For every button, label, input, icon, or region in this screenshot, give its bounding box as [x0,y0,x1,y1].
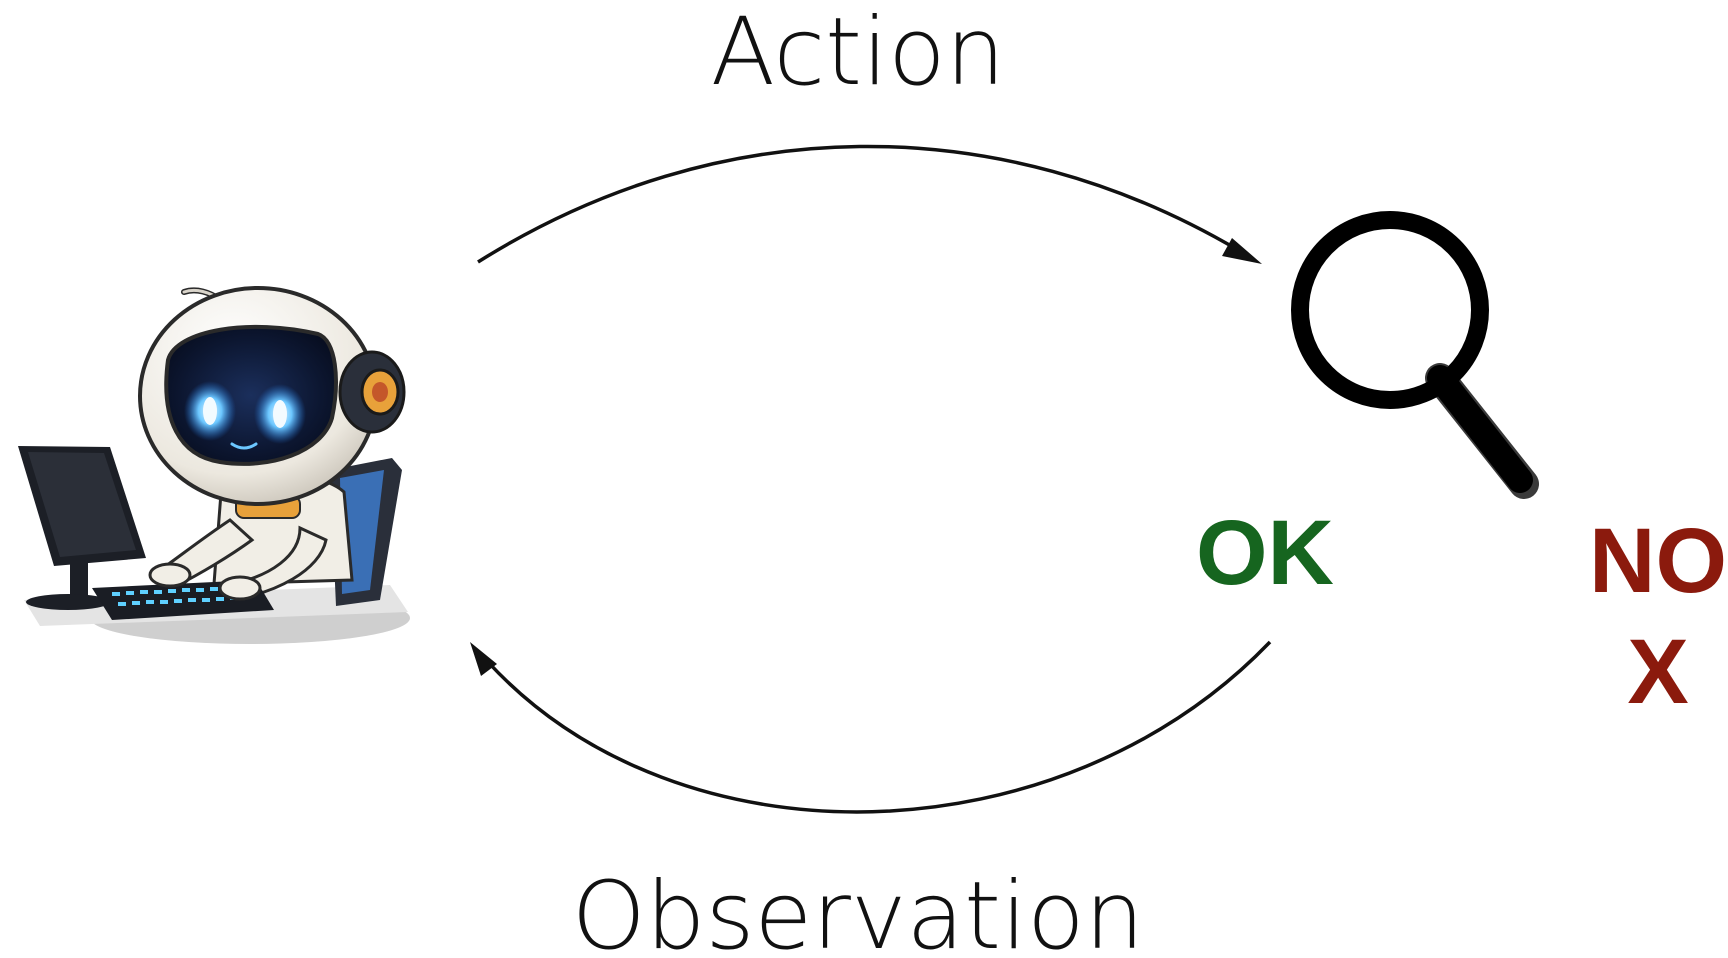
observation-arrow [470,640,1272,814]
robot-astronaut-at-computer-icon [18,286,410,644]
action-label: Action [711,0,1005,107]
ok-label: OK [1196,502,1334,604]
magnifying-glass-icon [1291,211,1539,499]
x-mark: X [1627,621,1688,723]
observation-label: Observation [572,862,1144,958]
no-label: NO [1589,510,1727,612]
action-arrow [477,144,1262,264]
